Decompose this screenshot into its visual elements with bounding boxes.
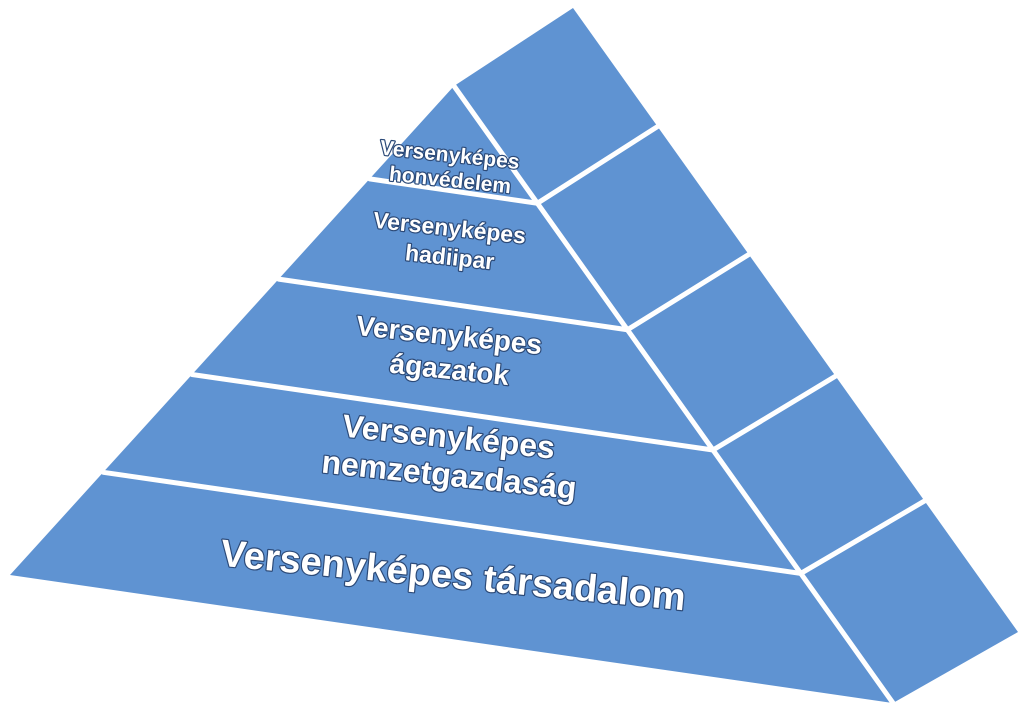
pyramid-layer-3-front <box>192 279 714 451</box>
pyramid-layer-2-front <box>278 178 628 330</box>
front-divider-4 <box>100 469 804 576</box>
pyramid-dividers <box>100 83 928 706</box>
front-divider-3 <box>189 372 716 453</box>
side-divider-3 <box>710 373 839 453</box>
front-divider-1 <box>367 176 540 206</box>
pyramid-layer-4-front <box>103 374 801 574</box>
side-divider-2 <box>624 251 752 333</box>
pyramid-layers <box>10 86 893 703</box>
ridge-edge <box>451 83 896 706</box>
pyramid-layer-1-front <box>369 86 538 204</box>
pyramid-layer-2-side <box>537 126 749 330</box>
side-divider-4 <box>798 498 928 576</box>
front-divider-2 <box>276 276 630 333</box>
side-divider-1 <box>534 124 661 206</box>
pyramid-layer-5-front <box>10 472 893 703</box>
pyramid-layer-5-side <box>800 500 1018 703</box>
